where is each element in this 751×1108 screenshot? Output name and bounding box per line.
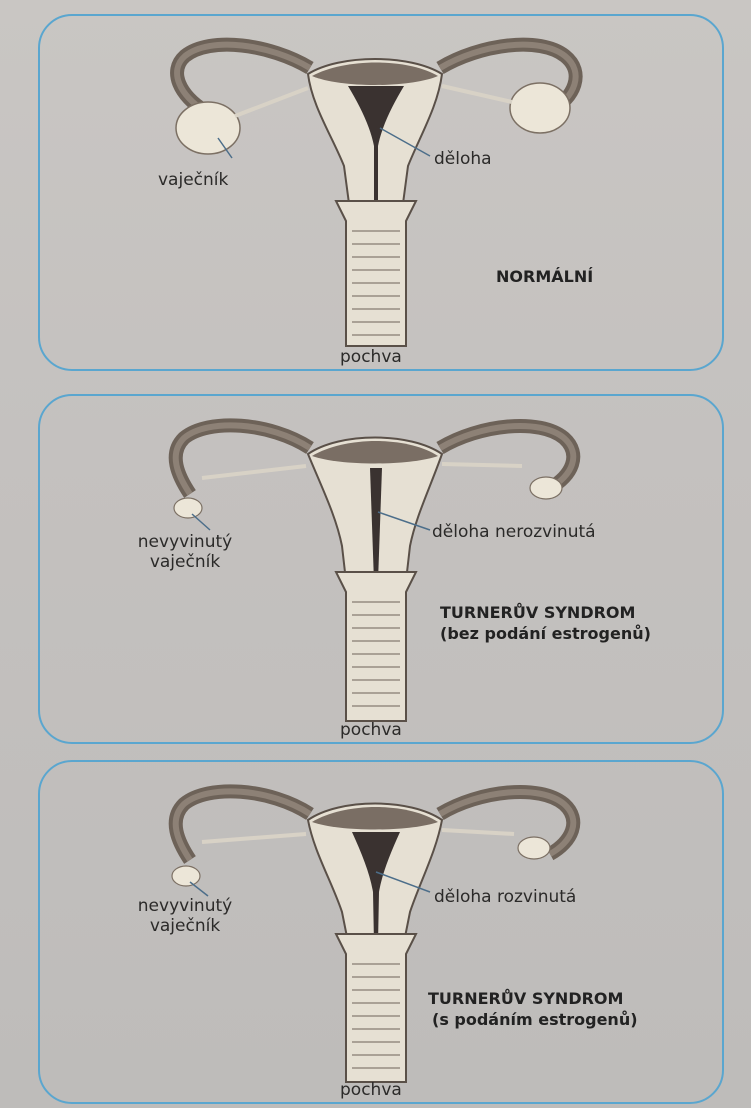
ovary-label-text: nevyvinutý vaječník bbox=[130, 896, 240, 936]
uterus-label: děloha nerozvinutá bbox=[432, 522, 596, 542]
ovarian-ligament-right bbox=[442, 830, 514, 834]
ovary-left bbox=[172, 866, 200, 886]
ovarian-ligament-left bbox=[202, 466, 306, 478]
panel-turner-untreated: nevyvinutý vaječník děloha nerozvinutá p… bbox=[38, 394, 724, 744]
ovary-label: nevyvinutý vaječník bbox=[120, 896, 250, 936]
uterus-label: děloha bbox=[434, 149, 492, 169]
fallopian-tube-left bbox=[177, 45, 310, 111]
fallopian-tube-left bbox=[176, 791, 310, 860]
vagina bbox=[336, 934, 416, 1082]
panel-normal: vaječník děloha pochva NORMÁLNÍ bbox=[38, 14, 724, 371]
panel-subtitle: (bez podání estrogenů) bbox=[440, 624, 651, 643]
panel-title: NORMÁLNÍ bbox=[496, 266, 593, 287]
ovarian-ligament-right bbox=[442, 464, 522, 466]
ovarian-ligament-left bbox=[202, 834, 306, 842]
vagina-label: pochva bbox=[340, 720, 402, 740]
uterus-normal-illustration bbox=[40, 16, 726, 373]
ovary-left bbox=[176, 102, 240, 154]
panel-title: TURNERŮV SYNDROM bbox=[428, 988, 623, 1009]
panel-subtitle: (s podáním estrogenů) bbox=[432, 1010, 638, 1029]
ovary-right bbox=[530, 477, 562, 499]
uterus-label: děloha rozvinutá bbox=[434, 887, 576, 907]
ovary-label: nevyvinutý vaječník bbox=[120, 532, 250, 572]
ovary-pointer bbox=[192, 514, 210, 530]
ovary-label: vaječník bbox=[158, 170, 228, 190]
ovarian-ligament-left bbox=[235, 88, 308, 116]
ovary-right bbox=[518, 837, 550, 859]
ovary-label-text: nevyvinutý vaječník bbox=[130, 532, 240, 572]
ovarian-ligament-right bbox=[442, 86, 512, 102]
fallopian-tube-right bbox=[440, 792, 573, 854]
ovary-left bbox=[174, 498, 202, 518]
vagina bbox=[336, 572, 416, 721]
ovary-pointer bbox=[190, 882, 208, 896]
panel-turner-treated: nevyvinutý vaječník děloha rozvinutá poc… bbox=[38, 760, 724, 1104]
vagina-label: pochva bbox=[340, 347, 402, 367]
vagina bbox=[336, 201, 416, 346]
vagina-label: pochva bbox=[340, 1080, 402, 1100]
panel-title: TURNERŮV SYNDROM bbox=[440, 602, 635, 623]
fallopian-tube-left bbox=[176, 425, 310, 494]
ovary-right bbox=[510, 83, 570, 133]
